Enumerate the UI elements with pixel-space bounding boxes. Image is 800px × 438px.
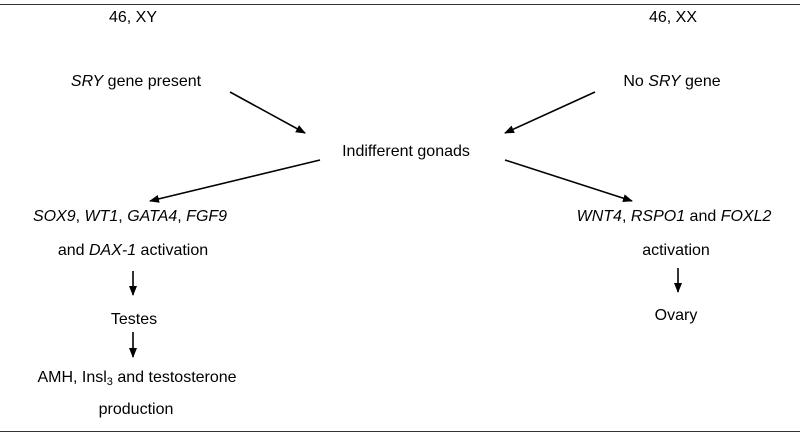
arrow-sry-to-gonads [229, 91, 306, 134]
sry-gene-name-right: SRY [648, 73, 681, 90]
testis-genes-line1: SOX9, WT1, GATA4, FGF9 [32, 208, 228, 225]
karyotype-xx: 46, XX [648, 9, 698, 26]
testes-label: Testes [110, 311, 158, 328]
hormones-line2: production [98, 401, 174, 418]
ovary-label: Ovary [654, 307, 698, 324]
testis-genes-line2: and DAX-1 activation [57, 242, 209, 259]
top-rule [0, 4, 800, 5]
indifferent-gonads: Indifferent gonads [342, 143, 470, 160]
arrow-gonads-to-testis-genes [149, 159, 321, 203]
karyotype-xy: 46, XY [108, 9, 158, 26]
ovary-genes-line1: WNT4, RSPO1 and FOXL2 [576, 208, 772, 225]
sry-gene-name: SRY [70, 73, 104, 90]
bottom-rule [0, 431, 800, 432]
hormones-line1: AMH, Insl3 and testosterone [37, 369, 237, 388]
no-sry-label: No SRY gene [623, 73, 721, 90]
sry-present-label: SRY gene present [70, 73, 202, 90]
arrow-gonads-to-ovary-genes [504, 159, 633, 203]
ovary-genes-line2: activation [642, 242, 710, 259]
arrow-nosry-to-gonads [504, 91, 596, 134]
